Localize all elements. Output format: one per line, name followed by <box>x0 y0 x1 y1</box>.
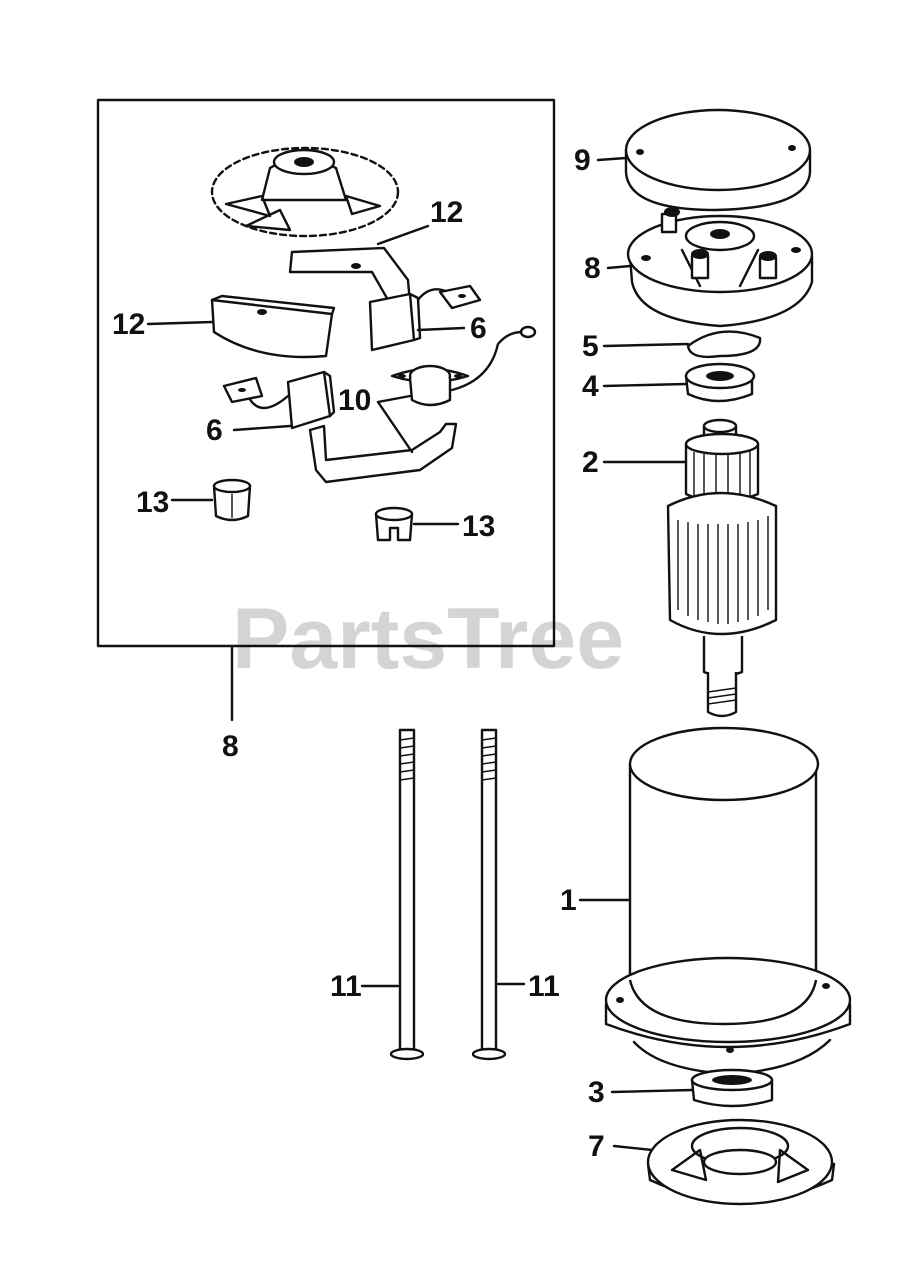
end-plate-illustration <box>210 146 400 238</box>
bearing-4 <box>684 362 756 403</box>
callout-8-kit: 8 <box>222 730 239 763</box>
callout-5: 5 <box>582 330 599 363</box>
bracket-10 <box>308 422 458 484</box>
callout-1: 1 <box>560 884 577 917</box>
callout-13-right: 13 <box>462 510 495 543</box>
callout-4: 4 <box>582 370 599 403</box>
callout-11-right: 11 <box>528 970 560 1003</box>
watermark: PartsTree <box>232 591 624 687</box>
brush-6-lower <box>222 370 336 430</box>
callout-10: 10 <box>338 384 371 417</box>
washer-5 <box>686 330 762 359</box>
callout-8-end-cap: 8 <box>584 252 601 285</box>
callout-3: 3 <box>588 1076 605 1109</box>
clip-13-right <box>374 506 414 542</box>
brush-holder-12-left <box>210 294 336 359</box>
callout-12-upper: 12 <box>430 196 463 229</box>
callout-2: 2 <box>582 446 599 479</box>
callout-13-left: 13 <box>136 486 169 519</box>
leader-lines <box>146 156 694 1152</box>
end-cover-9 <box>624 108 812 212</box>
brush-holder-12-upper <box>288 246 412 306</box>
armature-2 <box>666 418 778 718</box>
callout-9: 9 <box>574 144 591 177</box>
callout-6-lower: 6 <box>206 414 223 447</box>
end-cap-8 <box>626 207 814 328</box>
bearing-3 <box>690 1068 774 1108</box>
brush-6-upper <box>368 284 482 352</box>
clip-13-left <box>212 478 252 522</box>
thermal-cutout-10 <box>390 325 537 407</box>
through-bolt-11-left <box>389 728 425 1061</box>
callout-12-left: 12 <box>112 308 145 341</box>
callout-7: 7 <box>588 1130 605 1163</box>
through-bolt-11-right <box>471 728 507 1061</box>
end-plate-7 <box>646 1118 836 1206</box>
brush-kit-inset-box <box>96 98 556 648</box>
callout-11-left: 11 <box>330 970 362 1003</box>
motor-housing-1 <box>604 726 852 1076</box>
callout-labels: 9 8 5 4 2 1 3 7 8 11 11 12 12 6 6 10 13 … <box>112 144 605 1163</box>
callout-6-upper: 6 <box>470 312 487 345</box>
